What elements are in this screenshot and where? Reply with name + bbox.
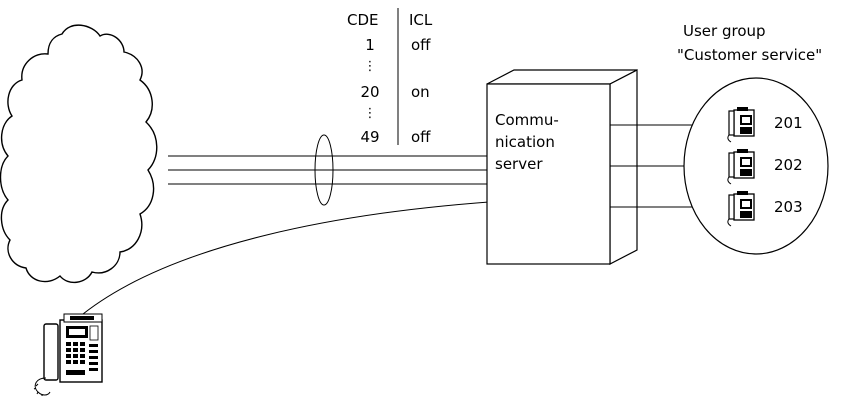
extension-number: 201 <box>774 114 803 132</box>
table-cell-cde: 20 <box>360 83 379 101</box>
table-ellipsis: ⋮ <box>364 106 377 121</box>
table-cell-icl: off <box>411 128 431 146</box>
server-label-line: Commu- <box>495 111 559 129</box>
user-group-circle <box>684 78 828 254</box>
cde-icl-table: CDE ICL 1 off ⋮ 20 on ⋮ 49 off <box>347 8 433 146</box>
table-ellipsis: ⋮ <box>364 59 377 74</box>
user-group-title: User group <box>683 22 766 40</box>
table-cell-icl: off <box>411 36 431 54</box>
table-cell-icl: on <box>411 83 430 101</box>
desk-phone-icon <box>34 314 102 396</box>
server-label-line: server <box>495 155 543 173</box>
user-group-name: "Customer service" <box>677 46 822 64</box>
server-label-line: nication <box>495 133 555 151</box>
trunk-lines <box>168 135 487 205</box>
cloud-icon <box>1 25 157 282</box>
server-side-face <box>610 70 637 264</box>
table-header-cde: CDE <box>347 11 379 29</box>
communication-server: Commu- nication server <box>487 70 637 264</box>
extension-number: 202 <box>774 156 803 174</box>
user-group: User group "Customer service" 201 202 20… <box>677 22 828 254</box>
extension-number: 203 <box>774 198 803 216</box>
table-cell-cde: 1 <box>365 36 375 54</box>
network-cloud <box>1 25 157 282</box>
table-header-icl: ICL <box>409 11 433 29</box>
table-cell-cde: 49 <box>360 128 379 146</box>
